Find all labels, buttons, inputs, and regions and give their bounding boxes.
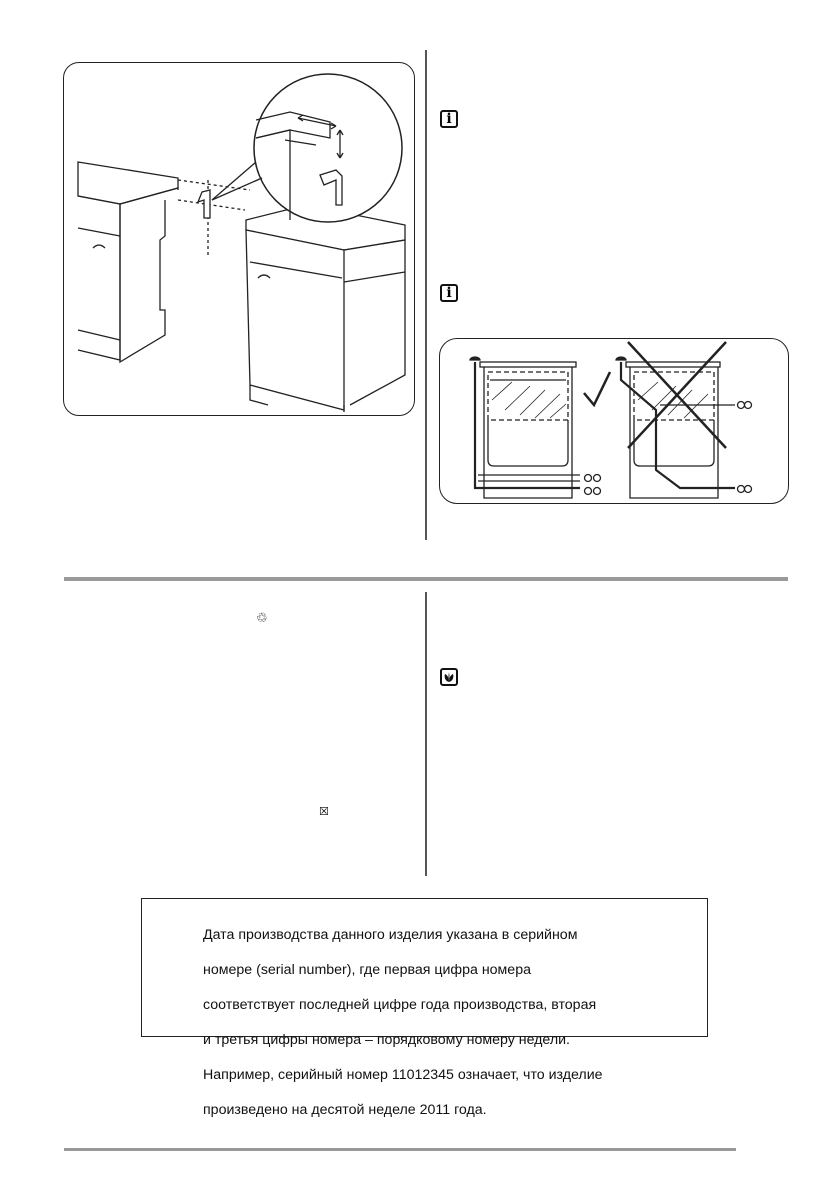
column-divider-top: [425, 50, 427, 540]
notice-line: соответствует последней цифре года произ…: [203, 996, 597, 1013]
recycle-icon: ♲: [256, 611, 268, 626]
notice-line: и третья цифры номера – порядковому номе…: [203, 1031, 570, 1048]
production-date-notice: Дата производства данного изделия указан…: [141, 898, 708, 1118]
info-icon: i: [440, 110, 458, 128]
notice-line: Дата производства данного изделия указан…: [203, 926, 578, 943]
crossed-bin-icon: ☒: [319, 805, 329, 818]
page-footer-rule: [64, 1148, 736, 1151]
notice-line: Например, серийный номер 11012345 означа…: [203, 1066, 603, 1083]
environment-leaf-icon: [440, 668, 458, 686]
notice-line: произведено на десятой неделе 2011 года.: [203, 1101, 487, 1118]
notice-line: номере (serial number), где первая цифра…: [203, 961, 531, 978]
info-icon: i: [440, 284, 458, 302]
column-divider-bottom: [425, 592, 427, 876]
section-divider: [64, 577, 788, 581]
